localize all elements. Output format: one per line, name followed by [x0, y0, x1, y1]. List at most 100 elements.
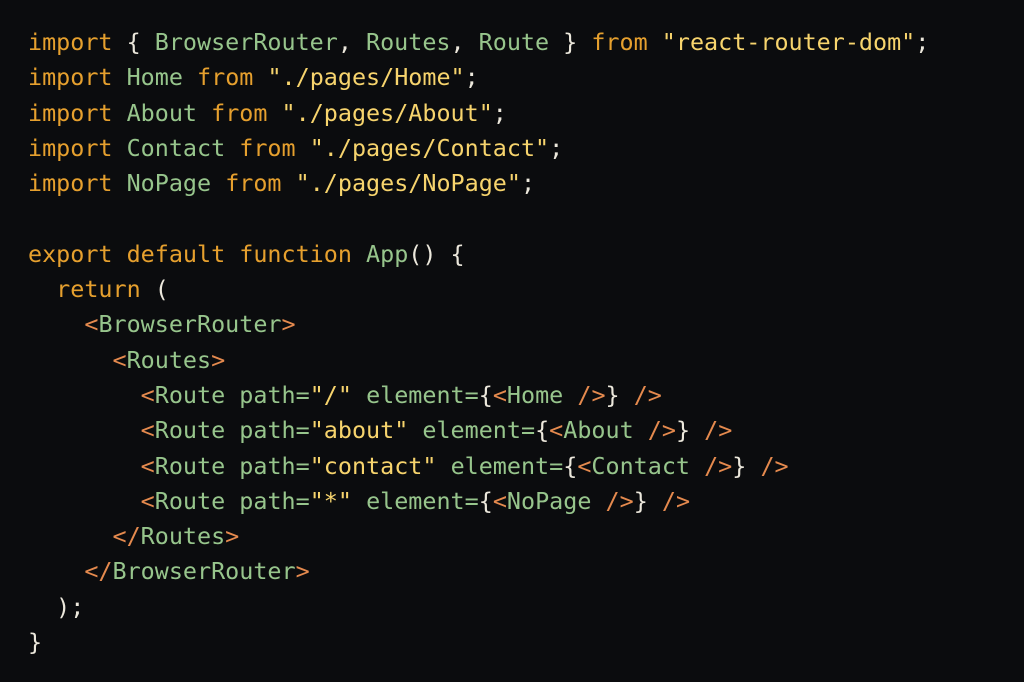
code-token-id: Contact	[126, 133, 226, 162]
code-token-nm: Routes	[126, 345, 212, 374]
code-line: <Route path="/" element={<Home />} />	[28, 378, 929, 413]
code-token-kw: import	[28, 98, 113, 127]
code-token-nm: Route	[154, 486, 226, 515]
code-token-kw: import	[28, 63, 113, 92]
code-line: </BrowserRouter>	[28, 554, 929, 589]
code-token-tag: <	[140, 486, 155, 515]
code-token-nm: BrowserRouter	[112, 557, 296, 586]
code-token-eq: =	[464, 380, 479, 409]
code-line: import About from "./pages/About";	[28, 96, 929, 131]
code-token-attr: element	[366, 380, 465, 409]
code-token-tag: />	[633, 380, 662, 409]
code-token-eq: =	[549, 451, 564, 480]
code-token-pl: {	[478, 380, 493, 409]
code-token-pl	[28, 522, 113, 550]
code-token-tag: >	[295, 557, 310, 586]
code-token-pl: ;	[492, 98, 507, 127]
code-token-pl: ,	[337, 28, 366, 56]
code-token-id: About	[126, 98, 198, 127]
code-token-nm: About	[563, 416, 634, 445]
code-line: import Contact from "./pages/Contact";	[28, 131, 929, 166]
code-token-attr: path	[239, 486, 296, 515]
code-token-tag: <	[84, 310, 99, 339]
code-token-kw: from	[197, 63, 254, 92]
code-token-pl: (	[140, 275, 169, 304]
code-line	[28, 201, 929, 236]
code-token-pl	[225, 381, 239, 409]
code-line: </Routes>	[28, 519, 929, 554]
code-token-pl	[436, 452, 450, 480]
code-token-attr: element	[450, 451, 550, 480]
code-token-pl: ;	[549, 133, 564, 162]
code-token-eq: =	[295, 451, 310, 480]
code-token-kw: function	[239, 239, 352, 268]
code-token-tag: />	[647, 416, 676, 445]
code-token-pl: ;	[464, 63, 479, 92]
code-token-pl	[690, 452, 704, 480]
code-token-eq: =	[295, 486, 310, 515]
code-token-pl	[282, 169, 296, 197]
code-token-nm: Route	[154, 380, 226, 409]
code-token-tag: </	[112, 522, 141, 551]
code-token-id: BrowserRouter	[154, 28, 338, 56]
code-token-pl	[225, 452, 239, 480]
code-token-nm: Route	[154, 451, 226, 480]
code-token-pl	[28, 275, 56, 303]
code-token-pl: ;	[520, 169, 536, 198]
code-token-pl	[28, 452, 141, 480]
code-token-pl: {	[478, 486, 493, 515]
code-token-pl	[113, 99, 127, 127]
code-token-pl	[197, 99, 211, 127]
code-token-pl	[690, 416, 704, 444]
code-token-tag: <	[549, 416, 564, 445]
code-line: );	[28, 590, 929, 625]
code-token-tag: />	[704, 451, 733, 480]
code-token-pl: }	[633, 486, 648, 515]
code-token-eq: =	[295, 416, 310, 445]
code-token-eq: =	[295, 380, 310, 409]
code-token-pl	[113, 63, 127, 91]
code-token-pl: {	[563, 451, 578, 480]
code-token-id: NoPage	[126, 169, 212, 198]
code-line: <Route path="contact" element={<Contact …	[28, 449, 929, 484]
code-line: <Routes>	[28, 343, 929, 378]
code-token-pl	[352, 487, 366, 515]
code-token-kw: from	[225, 169, 282, 198]
code-token-pl	[352, 240, 366, 268]
code-token-str: "./pages/About"	[281, 98, 493, 127]
code-token-tag: >	[281, 310, 296, 339]
code-token-kw: import	[28, 169, 113, 198]
code-token-nm: Home	[506, 380, 564, 409]
code-token-pl: }	[675, 416, 691, 445]
code-token-attr: path	[239, 380, 296, 409]
code-token-tag: >	[211, 345, 226, 374]
code-token-pl	[253, 63, 267, 91]
code-token-id: Route	[478, 28, 550, 56]
code-block: import { BrowserRouter, Routes, Route } …	[28, 25, 929, 660]
code-token-pl	[620, 381, 634, 409]
code-token-pl: );	[28, 592, 85, 621]
code-line: }	[28, 625, 929, 660]
code-line: import NoPage from "./pages/NoPage";	[28, 166, 929, 201]
code-token-id: App	[366, 239, 409, 268]
code-token-tag: <	[112, 345, 127, 374]
code-line: import { BrowserRouter, Routes, Route } …	[28, 25, 929, 60]
code-line: <Route path="about" element={<About />} …	[28, 413, 929, 448]
code-token-nm: Contact	[591, 451, 690, 480]
code-token-pl	[113, 240, 127, 268]
code-token-id: Home	[126, 63, 183, 92]
code-token-pl	[28, 416, 141, 444]
code-token-attr: path	[239, 451, 296, 480]
code-token-tag: <	[492, 380, 507, 409]
code-token-pl: }	[549, 28, 592, 56]
code-token-eq: =	[464, 486, 479, 515]
code-token-pl	[267, 99, 281, 127]
code-line: <Route path="*" element={<NoPage />} />	[28, 484, 929, 519]
code-token-pl	[648, 487, 662, 515]
code-token-str: "./pages/Home"	[267, 63, 465, 92]
code-token-kw: import	[28, 28, 113, 56]
code-line: <BrowserRouter>	[28, 307, 929, 342]
code-token-pl	[408, 416, 422, 444]
code-token-tag: <	[140, 380, 155, 409]
code-token-pl	[28, 557, 84, 585]
